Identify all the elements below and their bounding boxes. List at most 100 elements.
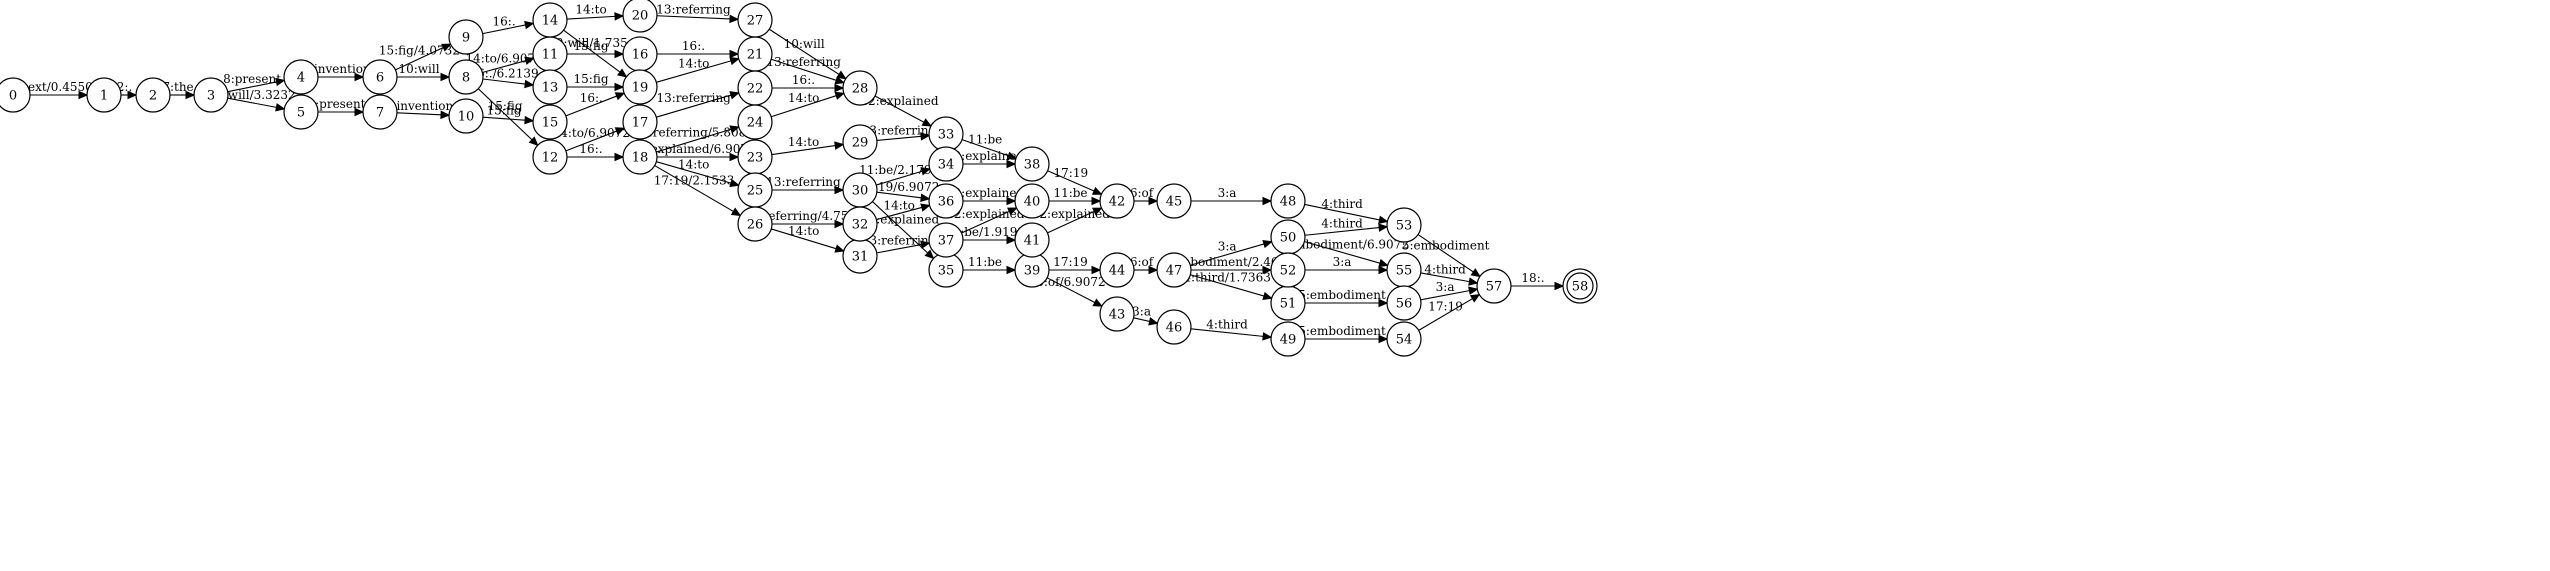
edge-36-40: 12:explained	[946, 186, 1024, 206]
edge-14-20: 14:to	[566, 3, 625, 21]
arrowhead	[920, 193, 931, 202]
arrowhead	[920, 132, 931, 141]
edge-line	[656, 60, 732, 83]
edge-label: 12:explained	[860, 94, 939, 108]
arrowhead	[729, 49, 740, 59]
edge-35-39: 11:be	[963, 255, 1017, 275]
edge-37-41: 11:be/1.9199	[945, 225, 1025, 245]
edge-4-6: 9:invention	[302, 62, 371, 82]
edge-43-46: 3:a	[1132, 305, 1159, 326]
edge-30-35: 12:explained	[861, 201, 939, 260]
state-circle	[928, 183, 964, 219]
edge-13-19: 15:fig	[567, 72, 625, 92]
state-node-12: 12	[532, 139, 568, 175]
state-label: 19	[632, 81, 649, 96]
state-label: 8	[462, 71, 470, 86]
edge-33-38: 11:be	[961, 133, 1018, 160]
state-circle	[737, 206, 773, 242]
edge-line	[482, 60, 527, 74]
arrowhead	[1554, 281, 1565, 291]
edge-label: 1:next/0.45508	[9, 80, 101, 94]
arrowhead	[1091, 186, 1103, 195]
arrowhead	[729, 14, 740, 24]
state-circle	[737, 104, 773, 140]
edge-label: 5:embodiment/6.9072	[1275, 237, 1409, 251]
edge-label: 13:referring	[862, 234, 937, 248]
state-label: 14	[542, 14, 559, 29]
state-node-29: 29	[842, 124, 878, 160]
state-label: 10	[458, 110, 475, 125]
edge-label: 4:third	[1321, 197, 1363, 211]
edge-12-18: 16:.	[567, 142, 625, 162]
edge-26-32: 13:referring/4.7539	[743, 209, 864, 229]
edge-line	[482, 78, 526, 85]
edge-line	[876, 191, 922, 199]
edge-label: 12:explained	[946, 149, 1025, 163]
state-label: 15	[542, 116, 559, 131]
state-node-57: 57	[1476, 268, 1512, 304]
state-circle	[1156, 309, 1192, 345]
edge-53-57: 5:embodiment	[1402, 234, 1490, 278]
state-label: 56	[1396, 297, 1413, 312]
state-node-27: 27	[737, 2, 773, 38]
arrowhead	[1262, 239, 1273, 249]
edge-label: 14:to/6.9072	[553, 126, 630, 140]
edge-44-47: 6:of	[1130, 255, 1159, 275]
edge-51-56: 5:embodiment	[1298, 288, 1389, 308]
edge-label: 4:third	[1424, 262, 1466, 276]
state-label: 43	[1109, 308, 1126, 323]
edge-line	[1047, 210, 1095, 234]
state-circle	[448, 59, 484, 95]
state-circle	[1386, 285, 1422, 321]
arrowhead	[1148, 265, 1159, 275]
state-circle	[283, 59, 319, 95]
edge-label: 5:embodiment	[1402, 238, 1490, 252]
edge-label: 13:referring	[766, 55, 841, 69]
state-node-40: 40	[1014, 183, 1050, 219]
edge-line	[477, 88, 533, 141]
arrowhead	[1006, 235, 1017, 245]
state-circle	[1386, 321, 1422, 357]
edge-label: 17:19	[1428, 300, 1463, 314]
edge-label: 15:fig	[574, 72, 609, 86]
edge-48-53: 4:third	[1304, 197, 1389, 225]
state-node-22: 22	[737, 70, 773, 106]
state-circle	[1014, 183, 1050, 219]
arrowhead	[834, 219, 845, 229]
arrowhead	[614, 152, 625, 162]
state-circle	[737, 2, 773, 38]
edge-label: 14:to	[788, 224, 819, 238]
edge-line	[961, 139, 1009, 157]
state-label: 6	[376, 71, 384, 86]
arrowhead	[730, 207, 742, 217]
edge-line	[768, 28, 840, 75]
state-circle	[928, 222, 964, 258]
state-node-35: 35	[928, 252, 964, 288]
edge-label: 17:19	[1053, 255, 1088, 269]
state-label: 9	[462, 31, 470, 46]
arrowhead	[528, 136, 539, 147]
state-label: 37	[938, 234, 955, 249]
edge-label: 10:will/3.3232	[208, 88, 295, 102]
arrowhead	[1378, 265, 1389, 275]
state-node-49: 49	[1270, 321, 1306, 357]
edge-label: 11:be	[968, 133, 1002, 147]
edge-11-16: 15:fig	[567, 39, 625, 59]
edge-7-10: 9:invention	[385, 99, 454, 120]
arrowhead	[1091, 196, 1102, 206]
arrowhead	[834, 83, 845, 93]
edge-18-23: 12:explained/6.9072	[631, 142, 756, 162]
edge-22-28: 16:.	[772, 73, 845, 93]
edge-8-12: 15:fig	[477, 88, 539, 147]
edge-line	[395, 47, 444, 71]
state-circle	[622, 139, 658, 175]
edge-line	[771, 58, 837, 81]
edge-label: 3:a	[1436, 280, 1455, 294]
edge-label: 16:.	[792, 73, 815, 87]
edge-0-1: 1:next/0.45508	[9, 80, 101, 100]
state-node-3: 3	[193, 77, 229, 113]
arrowhead	[614, 49, 625, 59]
edge-20-27: 13:referring	[656, 2, 740, 24]
edge-50-55: 5:embodiment/6.9072	[1275, 237, 1409, 268]
